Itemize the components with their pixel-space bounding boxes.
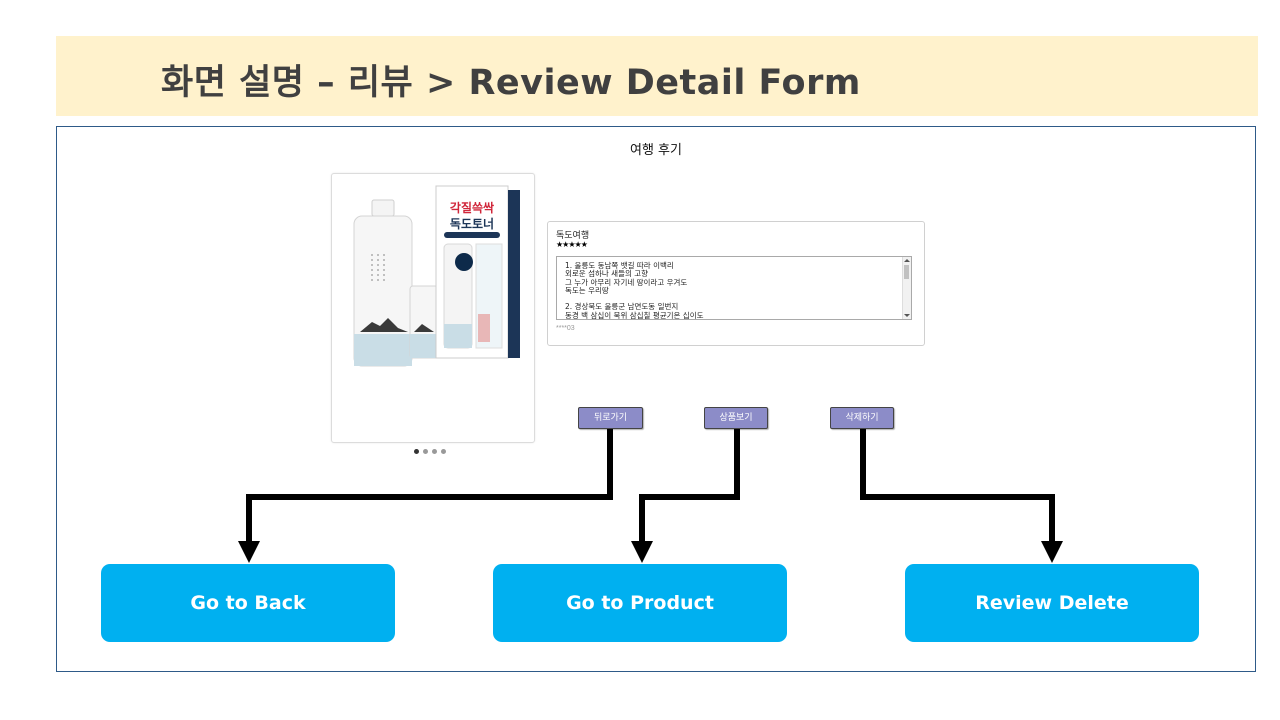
product-image: 각질쓱싹 독도토너 xyxy=(353,185,520,367)
arrow-head-delete xyxy=(1041,541,1063,563)
review-author: ****03 xyxy=(556,325,575,332)
bottle-band xyxy=(354,334,412,366)
review-title: 독도여행 xyxy=(556,231,590,241)
delete-review-button[interactable]: 삭제하기 xyxy=(830,407,894,429)
carousel-dot[interactable] xyxy=(423,449,428,454)
page-title: 여행 후기 xyxy=(630,143,682,158)
box-text-2: 독도토너 xyxy=(450,216,494,231)
scroll-thumb[interactable] xyxy=(904,265,909,279)
carousel-dots xyxy=(414,449,446,454)
arrow-product xyxy=(639,429,740,543)
review-body: 1. 울릉도 동남쪽 뱃길 따라 이백리 외로운 섬하나 새들의 고향 그 누가… xyxy=(565,261,704,320)
back-button[interactable]: 뒤로가기 xyxy=(578,407,643,429)
title-banner: 화면 설명 – 리뷰 > Review Detail Form xyxy=(56,36,1258,116)
arrow-head-back xyxy=(238,541,260,563)
product-image-card[interactable]: 각질쓱싹 독도토너 xyxy=(331,173,535,443)
slide-title: 화면 설명 – 리뷰 > Review Detail Form xyxy=(161,63,861,103)
box-side xyxy=(508,190,520,358)
carousel-dot-active[interactable] xyxy=(414,449,419,454)
arrow-delete xyxy=(860,429,1055,543)
arrow-head-product xyxy=(631,541,653,563)
review-detail-card: 독도여행 ★★★★★ 1. 울릉도 동남쪽 뱃길 따라 이백리 외로운 섬하나 … xyxy=(547,221,925,346)
screen-frame: 여행 후기 각질쓱싹 독도토너 xyxy=(56,126,1256,672)
scroll-up-icon[interactable] xyxy=(904,259,910,262)
flow-arrows xyxy=(238,429,1063,563)
review-delete-callout: Review Delete xyxy=(905,564,1199,642)
carousel-dot[interactable] xyxy=(432,449,437,454)
go-to-product-callout: Go to Product xyxy=(493,564,787,642)
arrow-back xyxy=(246,429,613,543)
box-text-1: 각질쓱싹 xyxy=(450,200,494,215)
review-body-textarea[interactable]: 1. 울릉도 동남쪽 뱃길 따라 이백리 외로운 섬하나 새들의 고향 그 누가… xyxy=(556,256,912,320)
badge-icon xyxy=(455,253,473,271)
bottle-rock xyxy=(360,318,408,332)
view-product-button[interactable]: 상품보기 xyxy=(704,407,768,429)
scroll-down-icon[interactable] xyxy=(904,314,910,317)
star-rating: ★★★★★ xyxy=(556,240,588,249)
carousel-dot[interactable] xyxy=(441,449,446,454)
go-to-back-callout: Go to Back xyxy=(101,564,395,642)
scrollbar[interactable] xyxy=(902,257,911,319)
